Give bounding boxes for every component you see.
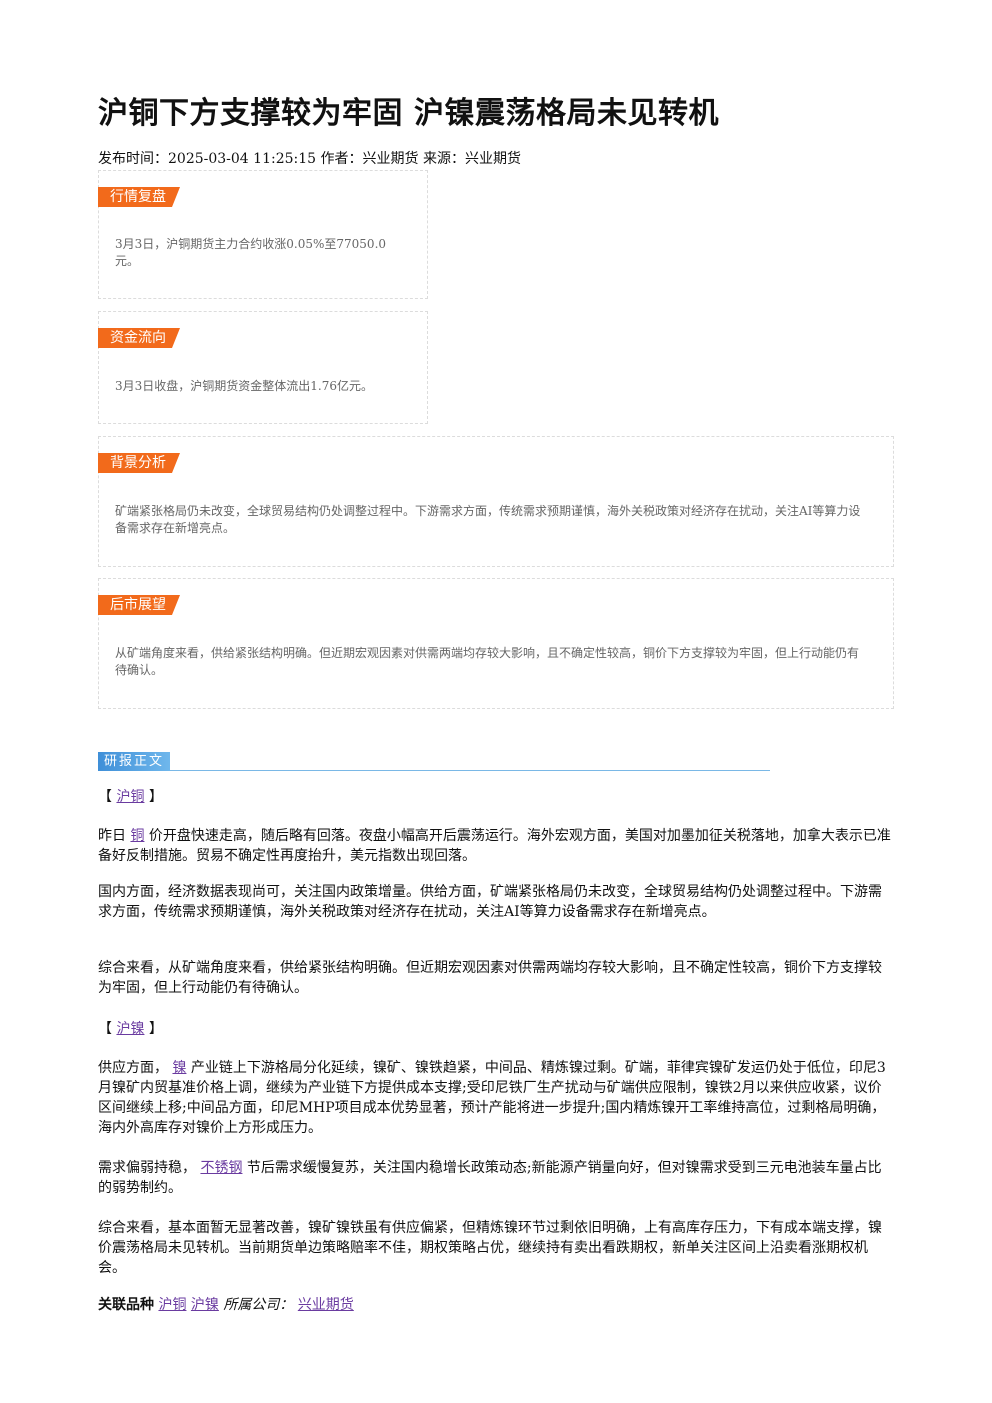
box-text: 从矿端角度来看，供给紧张结构明确。但近期宏观因素对供需两端均存较大影响，且不确定… xyxy=(115,646,860,677)
text: 昨日 xyxy=(98,828,126,844)
text: 节后需求缓慢复苏，关注国内稳增长政策动态;新能源产销量向好，但对镍需求受到三元电… xyxy=(98,1160,882,1196)
nickel-paragraph-2: 需求偏弱持稳， 不锈钢 节后需求缓慢复苏，关注国内稳增长政策动态;新能源产销量向… xyxy=(98,1158,892,1198)
related-item-nickel[interactable]: 沪镍 xyxy=(190,1297,219,1313)
bracket-open: 【 xyxy=(98,1021,112,1037)
text: 需求偏弱持稳， xyxy=(98,1160,196,1176)
text: 产业链上下游格局分化延续，镍矿、镍铁趋紧，中间品、精炼镍过剩。矿端，菲律宾镍矿发… xyxy=(98,1060,886,1136)
nickel-inline-link[interactable]: 镍 xyxy=(172,1060,187,1076)
copper-paragraph-2: 国内方面，经济数据表现尚可，关注国内政策增量。供给方面，矿端紧张格局仍未改变，全… xyxy=(98,884,882,920)
nickel-heading: 【 沪镍 】 xyxy=(98,1018,163,1038)
box-tag: 资金流向 xyxy=(98,328,180,348)
box-text: 3月3日收盘，沪铜期货资金整体流出1.76亿元。 xyxy=(115,379,373,393)
nickel-paragraph-1: 供应方面， 镍 产业链上下游格局分化延续，镍矿、镍铁趋紧，中间品、精炼镍过剩。矿… xyxy=(98,1058,892,1138)
stainless-steel-link[interactable]: 不锈钢 xyxy=(200,1160,243,1176)
bracket-close: 】 xyxy=(148,789,163,805)
nickel-paragraph-3: 综合来看，基本面暂无显著改善，镍矿镍铁虽有供应偏紧，但精炼镍环节过剩依旧明确，上… xyxy=(98,1220,882,1276)
report-section-label: 研报正文 xyxy=(98,752,171,771)
bracket-open: 【 xyxy=(98,789,112,805)
bracket-close: 】 xyxy=(148,1021,163,1037)
copper-paragraph-1: 昨日 铜 价开盘快速走高，随后略有回落。夜盘小幅高开后震荡运行。海外宏观方面，美… xyxy=(98,826,892,866)
box-tag: 后市展望 xyxy=(98,595,180,615)
company-label: 所属公司： xyxy=(223,1297,294,1313)
summary-box-market-review: 行情复盘 3月3日，沪铜期货主力合约收涨0.05%至77050.0元。 xyxy=(98,170,428,299)
summary-box-background: 背景分析 矿端紧张格局仍未改变，全球贸易结构仍处调整过程中。下游需求方面，传统需… xyxy=(98,436,894,567)
summary-box-fund-flow: 资金流向 3月3日收盘，沪铜期货资金整体流出1.76亿元。 xyxy=(98,311,428,424)
company-link[interactable]: 兴业期货 xyxy=(297,1297,354,1313)
text: 供应方面， xyxy=(98,1060,168,1076)
copper-link[interactable]: 沪铜 xyxy=(116,789,145,805)
box-text: 3月3日，沪铜期货主力合约收涨0.05%至77050.0元。 xyxy=(115,237,387,268)
copper-inline-link[interactable]: 铜 xyxy=(130,828,145,844)
related-products: 关联品种 沪铜 沪镍 所属公司： 兴业期货 xyxy=(98,1294,354,1314)
article-title: 沪铜下方支撑较为牢固 沪镍震荡格局未见转机 xyxy=(98,96,719,131)
article-meta: 发布时间：2025-03-04 11:25:15 作者：兴业期货 来源：兴业期货 xyxy=(98,151,521,167)
summary-box-outlook: 后市展望 从矿端角度来看，供给紧张结构明确。但近期宏观因素对供需两端均存较大影响… xyxy=(98,578,894,709)
nickel-link[interactable]: 沪镍 xyxy=(116,1021,145,1037)
box-text: 矿端紧张格局仍未改变，全球贸易结构仍处调整过程中。下游需求方面，传统需求预期谨慎… xyxy=(115,504,861,535)
box-tag: 行情复盘 xyxy=(98,187,180,207)
related-label: 关联品种 xyxy=(98,1297,154,1313)
related-item-copper[interactable]: 沪铜 xyxy=(158,1297,187,1313)
copper-paragraph-3: 综合来看，从矿端角度来看，供给紧张结构明确。但近期宏观因素对供需两端均存较大影响… xyxy=(98,960,882,996)
report-section-header: 研报正文 xyxy=(98,750,770,771)
text: 价开盘快速走高，随后略有回落。夜盘小幅高开后震荡运行。海外宏观方面，美国对加墨加… xyxy=(98,828,891,864)
box-tag: 背景分析 xyxy=(98,453,180,473)
copper-heading: 【 沪铜 】 xyxy=(98,786,163,806)
